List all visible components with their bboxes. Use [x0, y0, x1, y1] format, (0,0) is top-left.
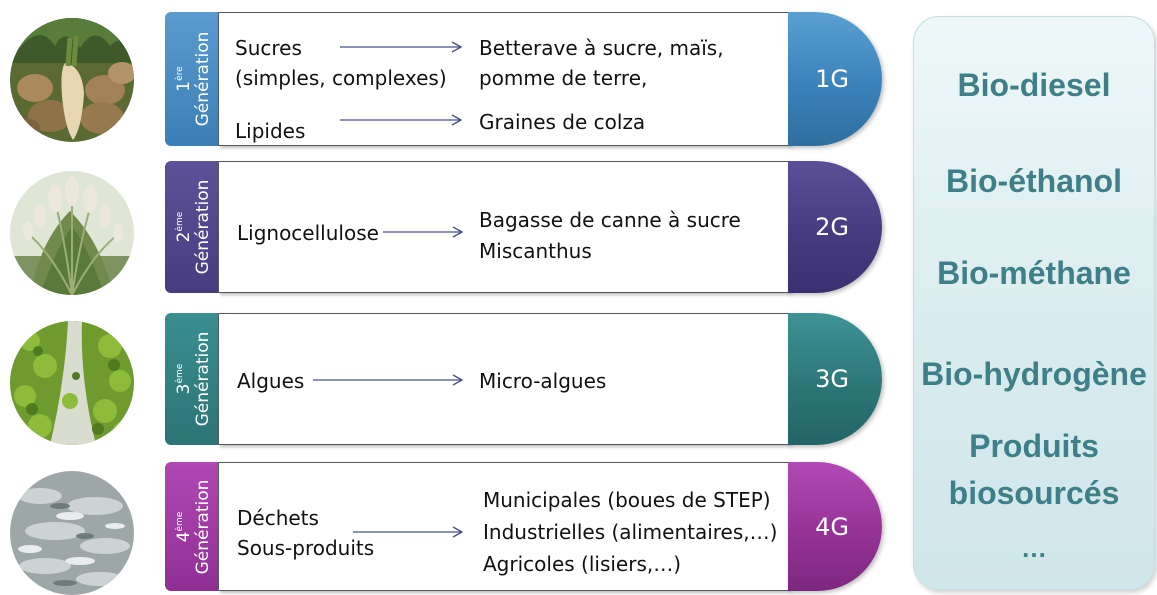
- product-bio-ethanol: Bio-éthanol: [946, 163, 1122, 199]
- waste-sludge-photo: [10, 471, 134, 595]
- arrow-algues: [313, 374, 463, 386]
- generation-3-label: 3ème Génération: [165, 313, 218, 445]
- algae-photo: [10, 321, 134, 445]
- arrow-sucres: [340, 41, 462, 53]
- product-produits: Produits: [969, 428, 1099, 464]
- generation-2-label: 2ème Génération: [165, 161, 218, 293]
- generation-1-row: 1ère Génération 1G Sucres (simples, comp…: [165, 12, 885, 146]
- generation-3-badge: 3G: [788, 313, 882, 445]
- source-algues: Algues: [237, 369, 305, 393]
- example-betterave: Betterave à sucre, maïs,: [479, 36, 724, 60]
- product-bio-hydrogene: Bio-hydrogène: [921, 356, 1147, 392]
- generation-3-ordinal: 3ème: [173, 363, 194, 395]
- generation-1-label: 1ère Génération: [165, 12, 218, 146]
- source-sous-produits: Sous-produits: [237, 536, 375, 560]
- source-sucres-detail: (simples, complexes): [235, 66, 447, 90]
- generation-1-badge: 1G: [788, 12, 882, 146]
- generation-3-box: [218, 313, 790, 445]
- product-ellipsis: …: [1021, 533, 1047, 563]
- generation-1-ordinal: 1ère: [173, 66, 194, 92]
- example-agricoles: Agricoles (lisiers,…): [483, 552, 682, 576]
- source-dechets: Déchets: [237, 506, 319, 530]
- generation-2-badge: 2G: [788, 161, 882, 293]
- generation-4-label: 4ème Génération: [165, 462, 218, 591]
- generation-2-row: 2ème Génération 2G Lignocellulose Bagass…: [165, 161, 885, 293]
- arrow-lipides: [340, 114, 462, 126]
- generation-2-label-text: Génération: [192, 179, 213, 275]
- sugar-beet-photo: [10, 18, 134, 142]
- arrow-lignocellulose: [383, 226, 463, 238]
- example-miscanthus: Miscanthus: [479, 239, 592, 263]
- generation-3-row: 3ème Génération 3G Algues Micro-algues: [165, 313, 885, 445]
- source-lipides: Lipides: [235, 119, 306, 143]
- generation-3-label-text: Génération: [192, 331, 213, 427]
- example-municipales: Municipales (boues de STEP): [483, 488, 771, 512]
- example-industrielles: Industrielles (alimentaires,…): [483, 520, 778, 544]
- generation-1-box: [218, 12, 790, 146]
- example-micro-algues: Micro-algues: [479, 369, 607, 393]
- example-colza: Graines de colza: [479, 110, 646, 134]
- product-biosources: biosourcés: [948, 475, 1120, 511]
- generation-1-label-text: Génération: [192, 31, 213, 127]
- example-bagasse: Bagasse de canne à sucre: [479, 208, 741, 232]
- generation-4-ordinal: 4ème: [173, 511, 194, 542]
- arrow-dechets: [353, 526, 463, 538]
- product-bio-methane: Bio-méthane: [937, 255, 1131, 291]
- source-lignocellulose: Lignocellulose: [237, 221, 379, 245]
- products-panel: Bio-diesel Bio-éthanol Bio-méthane Bio-h…: [913, 16, 1155, 590]
- generation-4-row: 4ème Génération 4G Déchets Sous-produits…: [165, 462, 885, 591]
- generation-2-ordinal: 2ème: [173, 211, 194, 243]
- source-sucres: Sucres: [235, 36, 302, 60]
- product-bio-diesel: Bio-diesel: [957, 67, 1111, 103]
- example-pomme-de-terre: pomme de terre,: [479, 66, 648, 90]
- generation-4-badge: 4G: [788, 462, 882, 591]
- miscanthus-grass-photo: [10, 171, 134, 295]
- generation-4-label-text: Génération: [192, 479, 213, 574]
- generation-2-box: [218, 161, 790, 293]
